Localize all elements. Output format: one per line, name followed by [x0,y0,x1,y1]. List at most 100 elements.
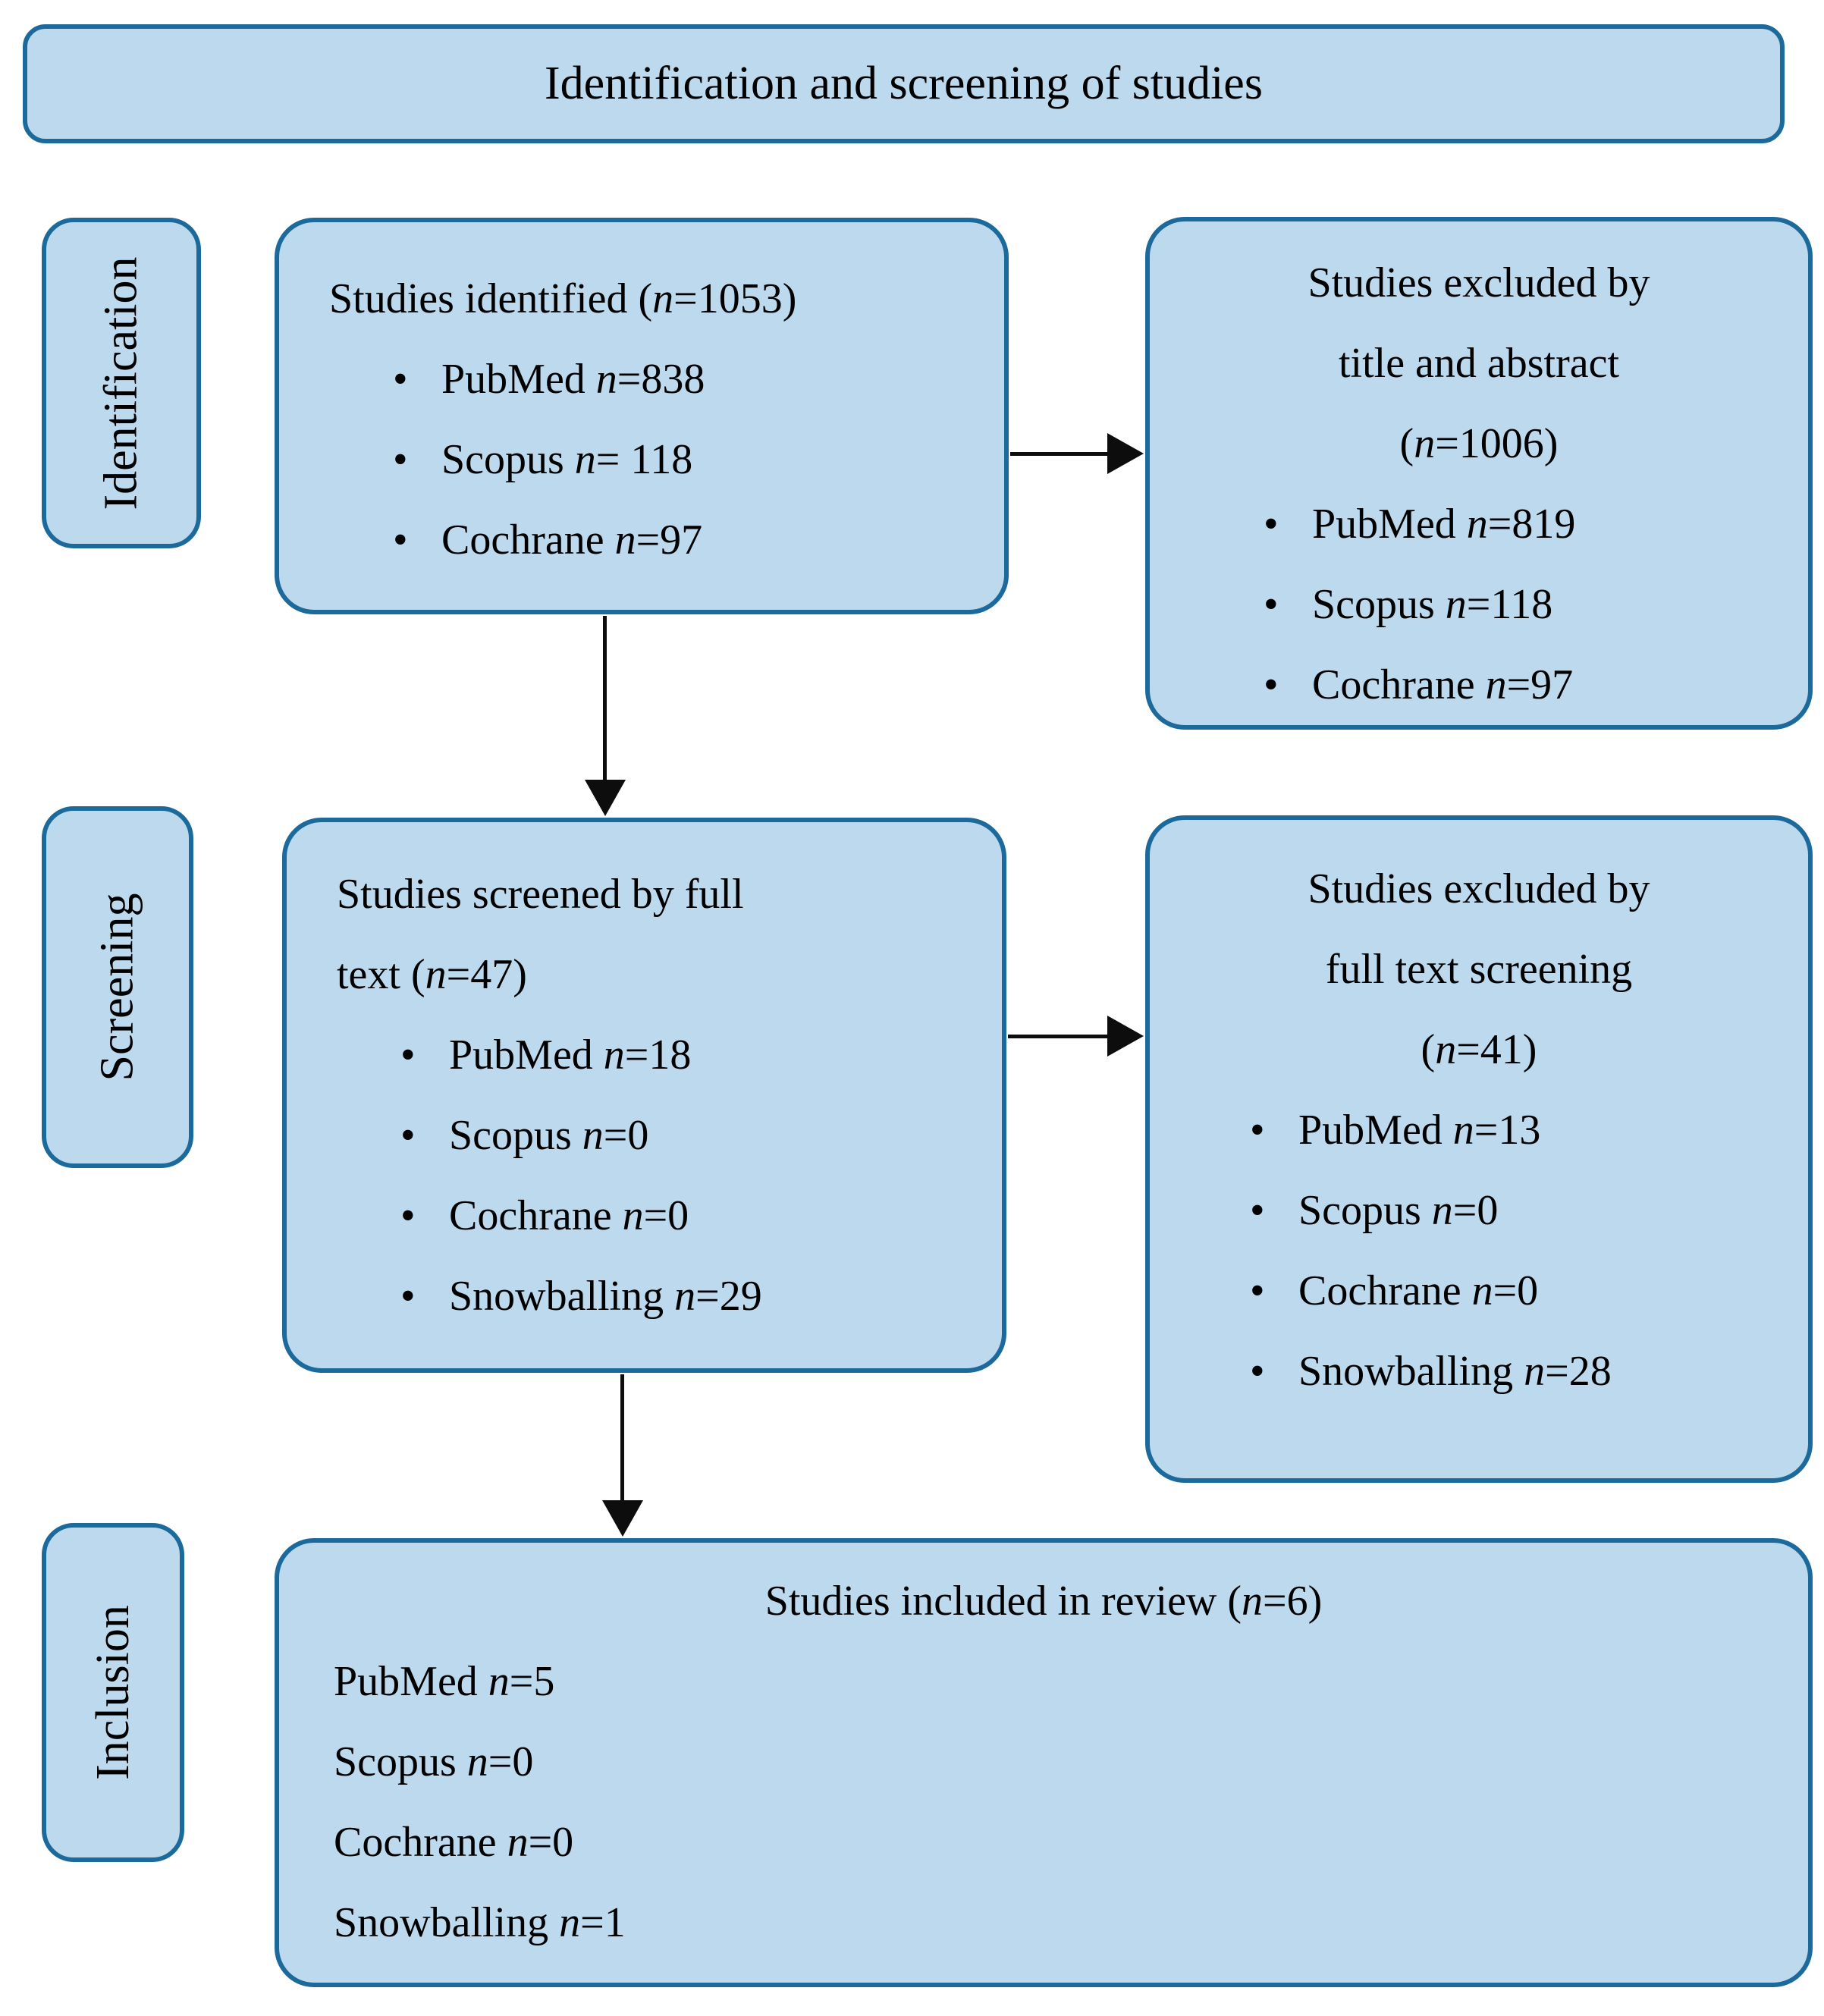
bullet-icon: • [400,1273,416,1320]
box-studies-identified: Studies identified (n=1053) • PubMed n=8… [275,218,1009,614]
n-symbol: n [622,1192,644,1239]
bullet-icon: • [1250,1107,1265,1154]
n-symbol: n [1242,1578,1264,1625]
n-symbol: n [674,1273,696,1320]
arrow-line [1010,452,1113,456]
title-segment: =1053) [673,275,797,322]
list-item: • PubMed n=13 [1250,1090,1808,1170]
n-symbol: n [574,436,596,483]
list-item: • Cochrane n=0 [400,1176,1002,1256]
box-title: Studies identified (n=1053) [329,259,1004,339]
item-text: PubMed n=18 [449,1032,692,1079]
bullet-icon: • [1250,1187,1265,1234]
list-item: • Snowballing n=29 [400,1256,1002,1336]
title-banner: Identification and screening of studies [23,24,1785,143]
bullet-icon: • [1264,661,1279,708]
box-title-line: title and abstract [1338,340,1620,387]
item-text: Cochrane n=97 [441,517,703,564]
box-title-line: Studies screened by full [337,871,744,918]
list-item: • Scopus n=0 [1250,1170,1808,1251]
stage-label-text: Identification [95,256,147,510]
bullet-icon: • [400,1192,416,1239]
list-item: • Cochrane n=97 [393,500,1004,580]
list-item: Cochrane n=0 [334,1819,574,1866]
stage-label-screening: Screening [42,806,193,1168]
bullet-icon: • [400,1112,416,1159]
n-symbol: n [1524,1348,1546,1395]
item-text: Scopus n=0 [449,1112,649,1159]
item-text: PubMed n=13 [1298,1107,1541,1154]
box-included-review: Studies included in review (n=6) PubMed … [275,1538,1813,1987]
n-symbol: n [582,1112,604,1159]
list-item: • Scopus n=118 [1264,564,1808,645]
list-item: • Snowballing n=28 [1250,1331,1808,1412]
item-text: PubMed n=838 [441,356,705,403]
n-symbol: n [1485,661,1507,708]
n-symbol: n [652,275,674,322]
item-text: PubMed n=819 [1312,501,1576,548]
list-item: • Scopus n= 118 [393,419,1004,500]
box-title-line: Studies excluded by [1308,259,1650,306]
n-symbol: n [1471,1267,1493,1314]
n-symbol: n [466,1738,488,1785]
list-item: Snowballing n=1 [334,1899,626,1946]
list-item: • PubMed n=819 [1264,484,1808,564]
bullet-icon: • [393,356,408,403]
list-item: • Cochrane n=97 [1264,645,1808,725]
bullet-icon: • [1264,581,1279,628]
box-count-line: (n=1006) [1399,420,1559,467]
item-text: Cochrane n=0 [449,1192,689,1239]
n-symbol: n [595,356,617,403]
item-text: Snowballing n=28 [1298,1348,1612,1395]
n-symbol: n [1452,1107,1474,1154]
item-text: Scopus n= 118 [441,436,693,483]
n-symbol: n [1435,1026,1457,1073]
box-title: Studies included in review (n=6) [764,1578,1323,1625]
bullet-icon: • [1250,1267,1265,1314]
item-text: Scopus n=118 [1312,581,1553,628]
box-title-line: Studies excluded by [1308,865,1650,912]
stage-label-text: Inclusion [86,1605,139,1780]
box-excluded-full-text: Studies excluded by full text screening … [1145,815,1813,1483]
n-symbol: n [425,951,447,998]
bullet-icon: • [393,436,408,483]
arrowhead-down-icon [585,780,626,816]
n-symbol: n [1414,420,1436,467]
stage-label-text: Screening [91,893,143,1082]
arrow-line [603,616,607,787]
list-item: PubMed n=5 [334,1658,555,1705]
n-symbol: n [488,1658,510,1705]
bullet-icon: • [1264,501,1279,548]
list-item: • PubMed n=18 [400,1015,1002,1095]
arrowhead-right-icon [1107,433,1144,474]
box-title-line: full text screening [1325,946,1633,993]
n-symbol: n [1445,581,1467,628]
list-item: Scopus n=0 [334,1738,534,1785]
item-text: Snowballing n=29 [449,1273,762,1320]
n-symbol: n [1466,501,1488,548]
stage-label-identification: Identification [42,218,201,548]
n-symbol: n [603,1032,625,1079]
list-item: • Scopus n=0 [400,1095,1002,1176]
item-text: Scopus n=0 [1298,1187,1499,1234]
n-symbol: n [507,1819,529,1866]
n-symbol: n [559,1899,581,1946]
item-text: Cochrane n=0 [1298,1267,1539,1314]
item-text: Cochrane n=97 [1312,661,1574,708]
n-symbol: n [614,517,636,564]
bullet-icon: • [400,1032,416,1079]
box-count-line: (n=41) [1421,1026,1537,1073]
page-title: Identification and screening of studies [545,58,1263,109]
arrowhead-down-icon [602,1500,643,1537]
list-item: • Cochrane n=0 [1250,1251,1808,1331]
box-screened-full-text: Studies screened by full text (n=47) • P… [282,818,1006,1373]
title-segment: Studies identified ( [329,275,653,322]
box-title-line: text (n=47) [337,951,527,998]
arrowhead-right-icon [1107,1016,1144,1057]
list-item: • PubMed n=838 [393,339,1004,419]
n-symbol: n [1431,1187,1453,1234]
bullet-icon: • [1250,1348,1265,1395]
arrow-line [1008,1035,1111,1038]
bullet-icon: • [393,517,408,564]
